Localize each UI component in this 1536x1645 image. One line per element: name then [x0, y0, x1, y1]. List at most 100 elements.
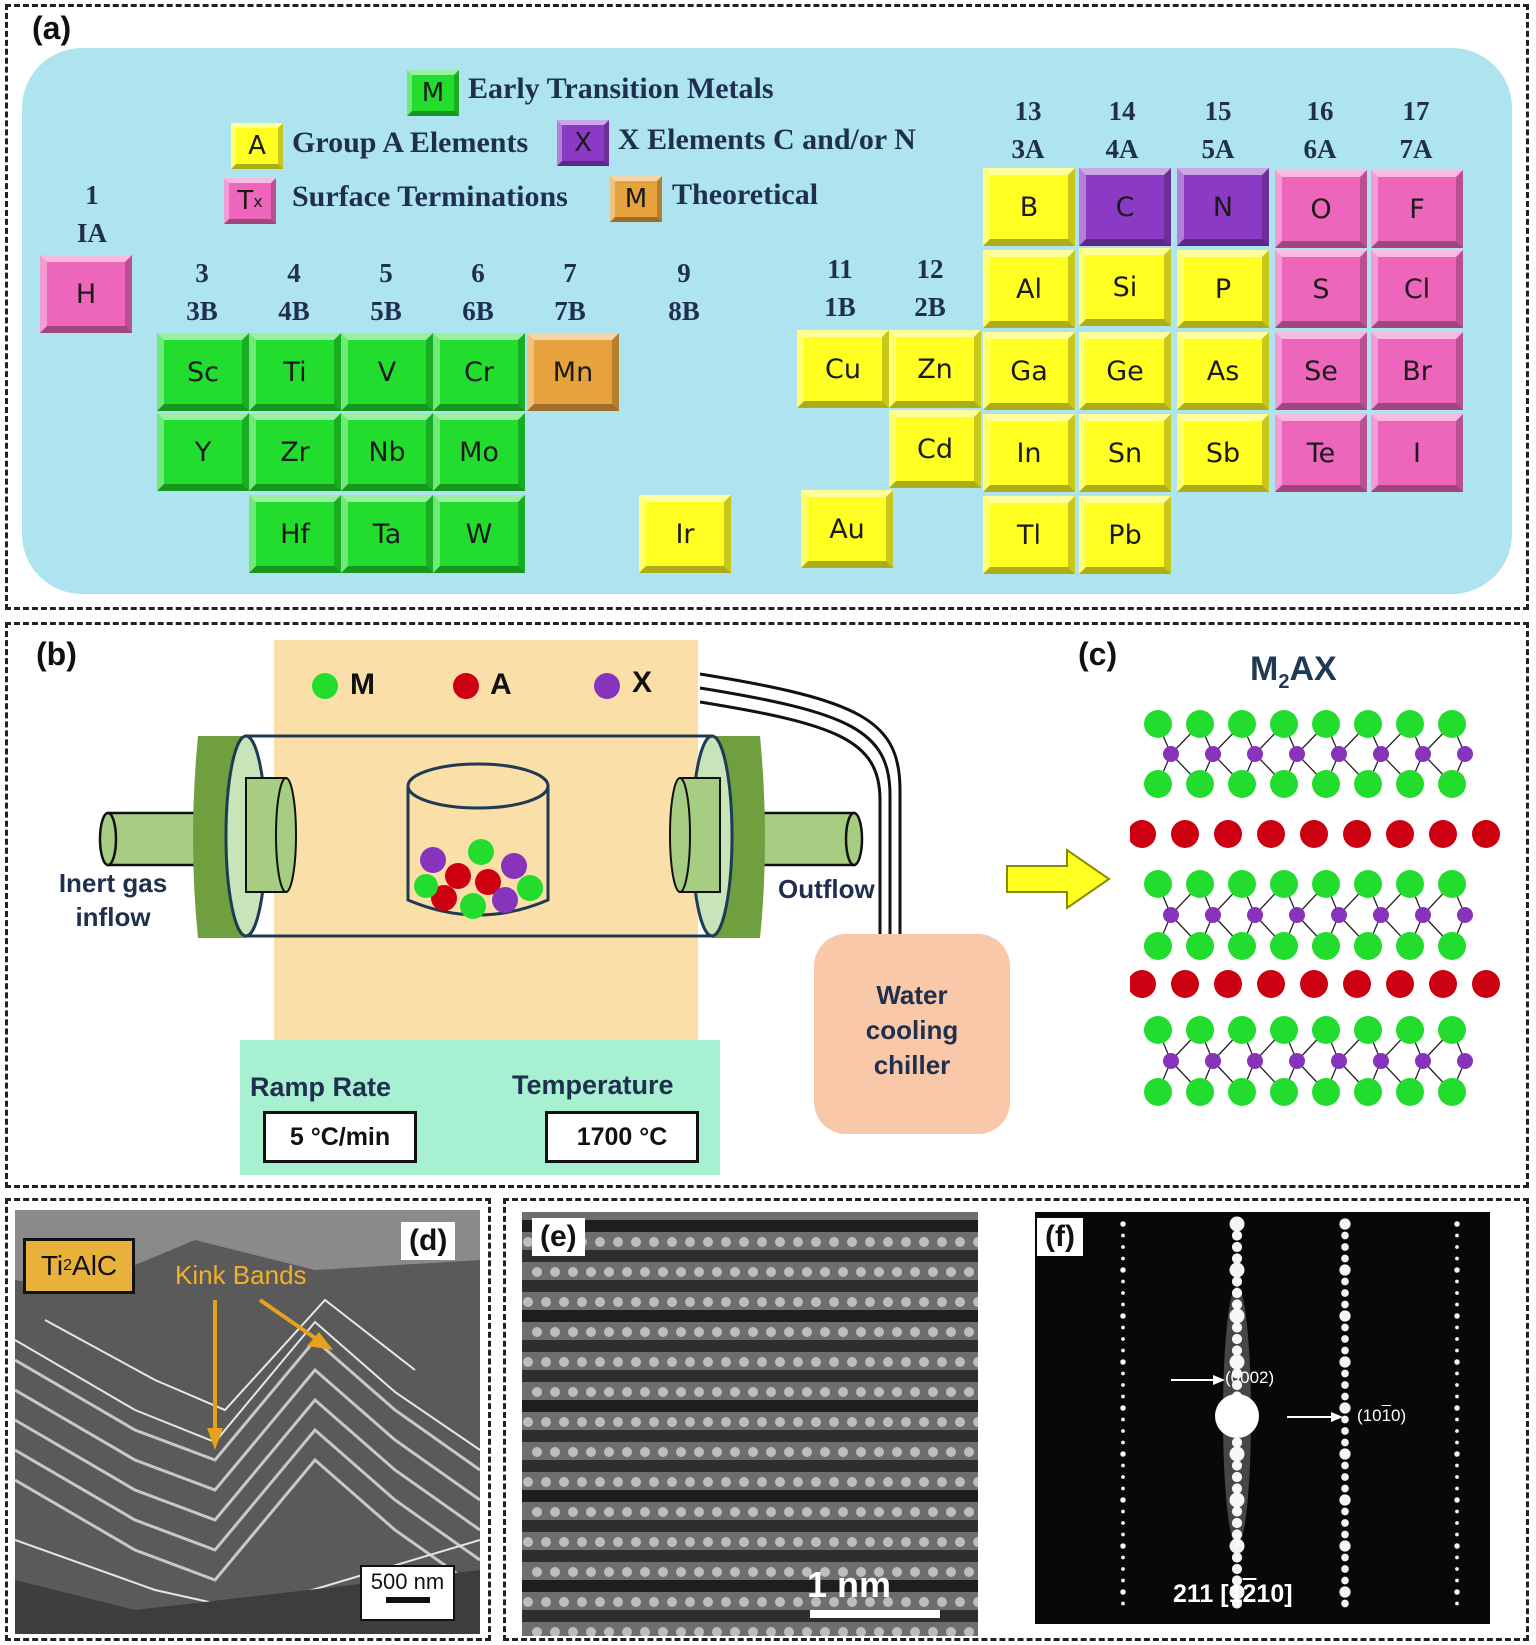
m-atom — [1354, 770, 1382, 798]
element-cell-c: C — [1079, 168, 1171, 246]
saed-spot — [1341, 1553, 1349, 1562]
hrtem-atom-column — [667, 1477, 677, 1487]
hrtem-atom-column — [676, 1567, 686, 1577]
x-atom — [1331, 1053, 1347, 1069]
hrtem-atom-column — [901, 1477, 911, 1487]
element-cell-in: In — [983, 414, 1075, 492]
atom-x-label: X — [632, 666, 653, 699]
hrtem-atom-column — [811, 1417, 821, 1427]
hrtem-atom-column — [757, 1477, 767, 1487]
hrtem-atom-column — [802, 1627, 812, 1636]
m2ax-crystal-structure — [1130, 710, 1500, 1106]
hrtem-atom-column — [613, 1357, 623, 1367]
m-atom — [1270, 932, 1298, 960]
hrtem-scalebar-label: 1 nm — [807, 1564, 892, 1605]
hrtem-atom-column — [757, 1597, 767, 1607]
hrtem-atom-column — [604, 1267, 614, 1277]
m-atom — [1186, 870, 1214, 898]
hrtem-atom-column — [694, 1447, 704, 1457]
saed-spot — [1121, 1245, 1125, 1249]
element-cell-cd: Cd — [889, 410, 981, 488]
x-atom — [1247, 746, 1263, 762]
saed-spot — [1339, 1264, 1351, 1276]
saed-spot — [1121, 1394, 1125, 1399]
saed-spot — [1121, 1325, 1125, 1330]
hrtem-atom-column — [577, 1417, 587, 1427]
saed-spot — [1341, 1289, 1349, 1297]
a-atom — [1429, 820, 1457, 848]
hrtem-atom-column — [946, 1387, 956, 1397]
hrtem-atom-column — [973, 1477, 978, 1487]
a-atom — [1214, 970, 1242, 998]
hrtem-atom-column — [811, 1237, 821, 1247]
saed-spot — [1231, 1552, 1243, 1563]
hrtem-atom-column — [901, 1297, 911, 1307]
saed-spot — [1455, 1256, 1459, 1261]
hrtem-scalebar — [810, 1610, 940, 1618]
hrtem-atom-column — [883, 1237, 893, 1247]
saed-spot — [1455, 1440, 1459, 1445]
hrtem-atom-column — [667, 1237, 677, 1247]
hrtem-atom-column — [586, 1567, 596, 1577]
hrtem-atom-column — [865, 1597, 875, 1607]
hrtem-atom-column — [928, 1327, 938, 1337]
hrtem-atom-column — [856, 1327, 866, 1337]
hrtem-atom-column — [613, 1417, 623, 1427]
x-atom — [1457, 1053, 1473, 1069]
hrtem-atom-column — [712, 1567, 722, 1577]
saed-spot-0002-label: (0002) — [1225, 1368, 1275, 1387]
hrtem-atom-column — [685, 1297, 695, 1307]
element-cell-v: V — [341, 333, 433, 411]
x-atom — [1205, 746, 1221, 762]
hrtem-atom-column — [910, 1567, 920, 1577]
hrtem-atom-column — [658, 1627, 668, 1636]
m-atom — [1396, 870, 1424, 898]
hrtem-atom-column — [694, 1327, 704, 1337]
hrtem-atom-column — [802, 1447, 812, 1457]
saed-spot — [1341, 1369, 1349, 1378]
hrtem-atom-column — [946, 1507, 956, 1517]
hrtem-atom-column — [892, 1267, 902, 1277]
temperature-label: Temperature — [512, 1070, 674, 1100]
hrtem-atom-column — [964, 1267, 974, 1277]
hrtem-atom-column — [883, 1297, 893, 1307]
saed-spot — [1231, 1299, 1243, 1310]
hrtem-atom-column — [955, 1537, 965, 1547]
kink-bands-annotation: Kink Bands — [175, 1260, 307, 1290]
hrtem-atom-column — [649, 1297, 659, 1307]
element-cell-se: Se — [1275, 332, 1367, 410]
hrtem-atom-column — [667, 1417, 677, 1427]
hrtem-atom-column — [541, 1477, 551, 1487]
saed-spot — [1341, 1565, 1349, 1573]
x-atom — [1415, 1053, 1431, 1069]
hrtem-atom-column — [856, 1567, 866, 1577]
hrtem-atom-column — [712, 1507, 722, 1517]
hrtem-atom-column — [739, 1417, 749, 1427]
hrtem-atom-column — [703, 1237, 713, 1247]
hrtem-atom-column — [739, 1597, 749, 1607]
legend-x-atom — [594, 673, 620, 699]
saed-spot — [1121, 1440, 1125, 1445]
hrtem-atom-column — [721, 1537, 731, 1547]
hrtem-atom-column — [613, 1597, 623, 1607]
hrtem-atom-column — [865, 1537, 875, 1547]
m-atom — [1438, 932, 1466, 960]
m-atom — [1312, 932, 1340, 960]
hrtem-dark-fringe — [522, 1490, 978, 1502]
hrtem-atom-column — [730, 1447, 740, 1457]
saed-spot — [1341, 1231, 1349, 1240]
legend-theoretical-label: Theoretical — [672, 178, 819, 211]
hrtem-atom-column — [730, 1267, 740, 1277]
saed-spot — [1120, 1543, 1126, 1549]
hrtem-atom-column — [838, 1267, 848, 1277]
hrtem-atom-column — [901, 1237, 911, 1247]
hrtem-atom-column — [532, 1267, 542, 1277]
saed-spot — [1229, 1354, 1245, 1370]
m-atom — [1144, 1016, 1172, 1044]
hrtem-atom-column — [847, 1297, 857, 1307]
element-cell-i: I — [1371, 414, 1463, 492]
hrtem-atom-column — [910, 1327, 920, 1337]
saed-spot — [1455, 1578, 1459, 1583]
